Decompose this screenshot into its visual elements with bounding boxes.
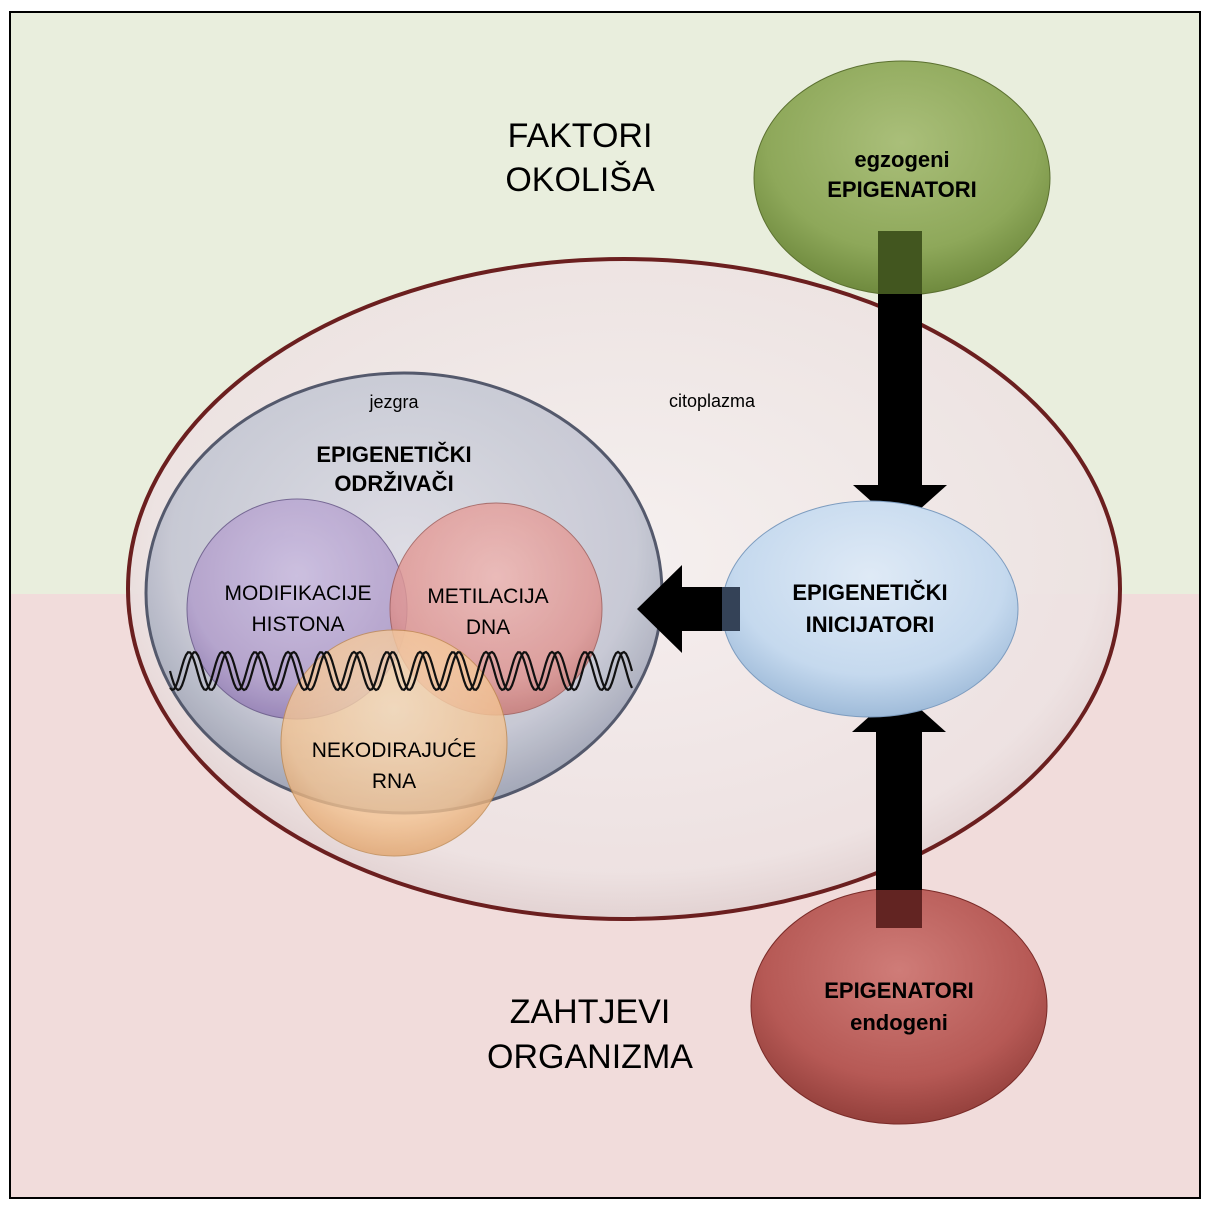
nucleus-label: jezgra bbox=[368, 392, 419, 412]
arrow-initiators-to-maintainers bbox=[637, 565, 740, 653]
outer-frame bbox=[9, 11, 1201, 1199]
cytoplasm-label: citoplazma bbox=[669, 391, 756, 411]
maintainers-label-line2: ODRŽIVAČI bbox=[334, 471, 453, 496]
endogenous-label-line2: endogeni bbox=[850, 1010, 948, 1035]
organism-label-line1: ZAHTJEVI bbox=[510, 993, 671, 1031]
initiators-label-line2: INICIJATORI bbox=[806, 612, 935, 637]
histone-label-line2: HISTONA bbox=[252, 613, 345, 636]
rna-label-line2: RNA bbox=[372, 770, 416, 793]
exogenous-label-line2: EPIGENATORI bbox=[827, 177, 977, 202]
endogenous-label-line1: EPIGENATORI bbox=[824, 978, 974, 1003]
maintainers-label-line1: EPIGENETIČKI bbox=[316, 442, 471, 467]
environment-label-line2: OKOLIŠA bbox=[505, 161, 655, 199]
noncoding-rna-circle bbox=[280, 629, 508, 857]
rna-label-line1: NEKODIRAJUĆE bbox=[312, 739, 477, 762]
dna-label-line1: METILACIJA bbox=[427, 585, 548, 608]
epigenetic-initiators-node bbox=[721, 500, 1019, 718]
organism-label-line2: ORGANIZMA bbox=[487, 1038, 693, 1076]
arrow-endogenous-to-initiators bbox=[852, 690, 946, 928]
initiators-label-line1: EPIGENETIČKI bbox=[792, 580, 947, 605]
exogenous-label-line1: egzogeni bbox=[854, 147, 949, 172]
dna-helix bbox=[168, 650, 634, 692]
environment-label-line1: FAKTORI bbox=[508, 117, 653, 155]
dna-label-line2: DNA bbox=[466, 616, 510, 639]
histone-label-line1: MODIFIKACIJE bbox=[224, 582, 371, 605]
